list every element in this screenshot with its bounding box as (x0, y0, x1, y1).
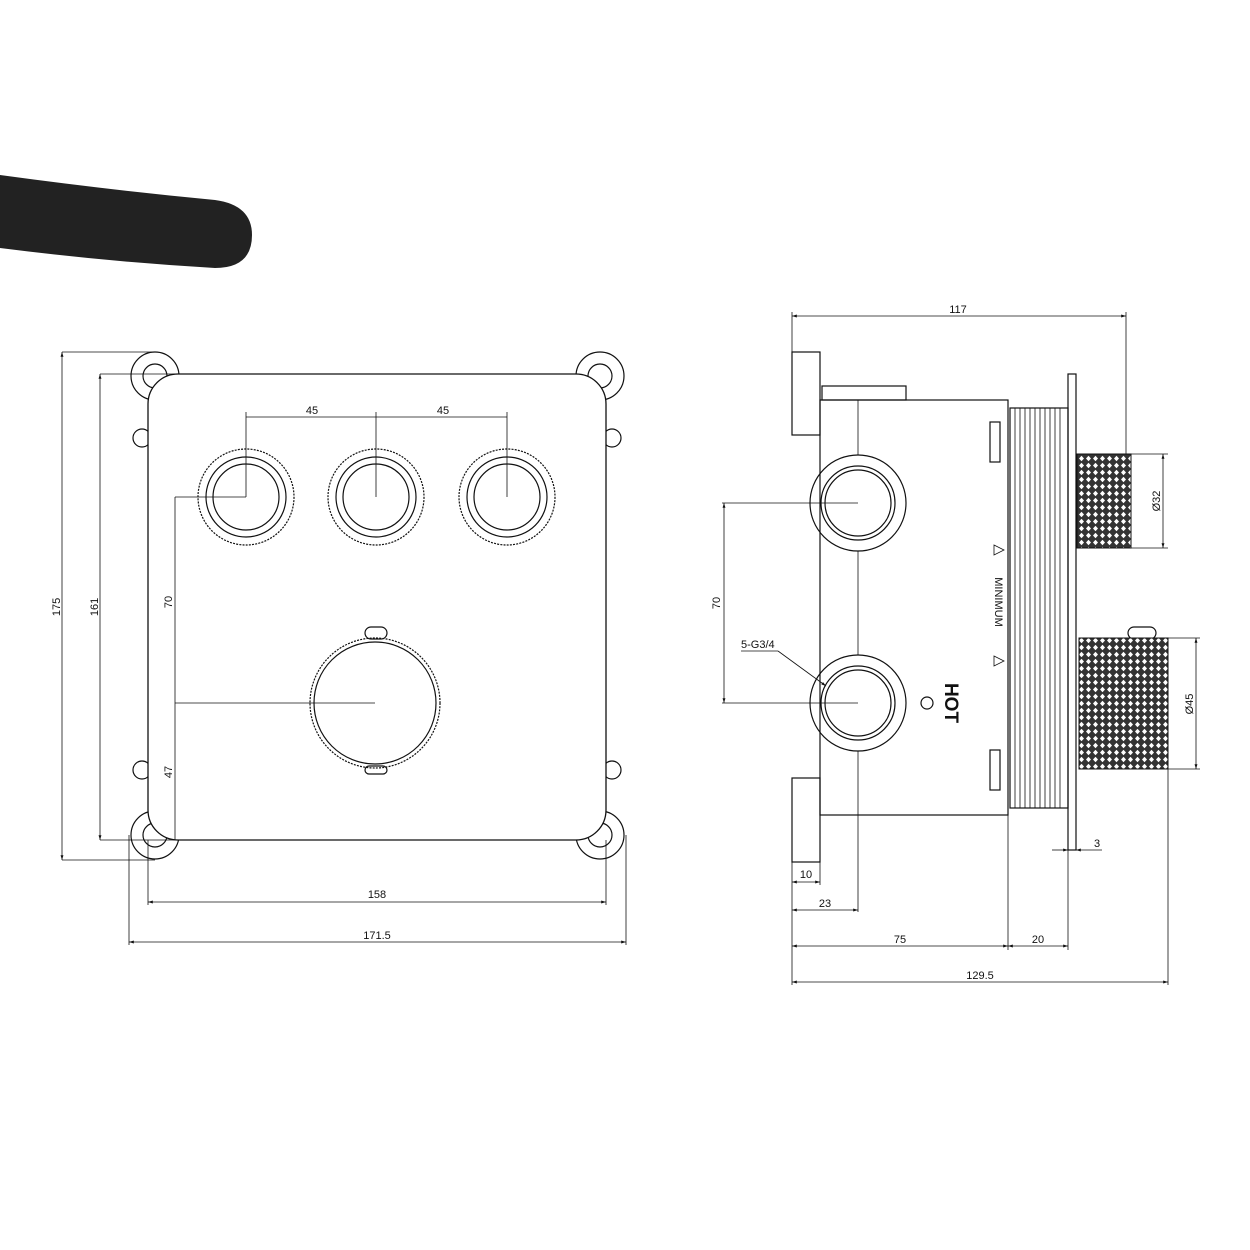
minimum-marking: MINIMUM (992, 577, 1004, 627)
wall-plate (1067, 373, 1077, 851)
dim-body: 75 (894, 934, 906, 946)
thread-lines (1014, 408, 1061, 808)
dim-spacing-left: 45 (306, 405, 318, 417)
brand-logo (0, 175, 252, 268)
dim-depth-top: 117 (949, 304, 967, 316)
large-knurled-knob (1078, 637, 1169, 770)
hot-marking: HOT (940, 683, 961, 724)
dim-vertical-47: 47 (163, 766, 175, 778)
dim-height-outer: 175 (51, 598, 63, 616)
thread-callout: 5-G3/4 (741, 639, 775, 651)
valve-body (819, 399, 1009, 816)
dim-width-inner: 158 (368, 889, 386, 901)
dim-spacing-right: 45 (437, 405, 449, 417)
dim-vertical-70: 70 (711, 597, 723, 609)
front-view: 45 45 175 161 70 47 158 171.5 (51, 351, 627, 945)
small-knurled-knob (1076, 453, 1132, 549)
dim-height-inner: 161 (89, 598, 101, 616)
dim-offset: 23 (819, 898, 831, 910)
dim-total: 129.5 (966, 970, 994, 982)
side-view: MINIMUM HOT 117 70 5-G3/4 Ø32 Ø45 3 10 2… (711, 304, 1200, 985)
dim-plate: 3 (1094, 838, 1100, 850)
dim-dia-large: Ø45 (1184, 694, 1196, 715)
dim-dia-small: Ø32 (1151, 491, 1163, 512)
dim-flange: 10 (800, 869, 812, 881)
dim-thread-length: 20 (1032, 934, 1044, 946)
cover-plate (147, 373, 607, 841)
thread-section (1009, 407, 1069, 809)
dim-width-outer: 171.5 (363, 930, 391, 942)
dim-vertical-70: 70 (163, 596, 175, 608)
